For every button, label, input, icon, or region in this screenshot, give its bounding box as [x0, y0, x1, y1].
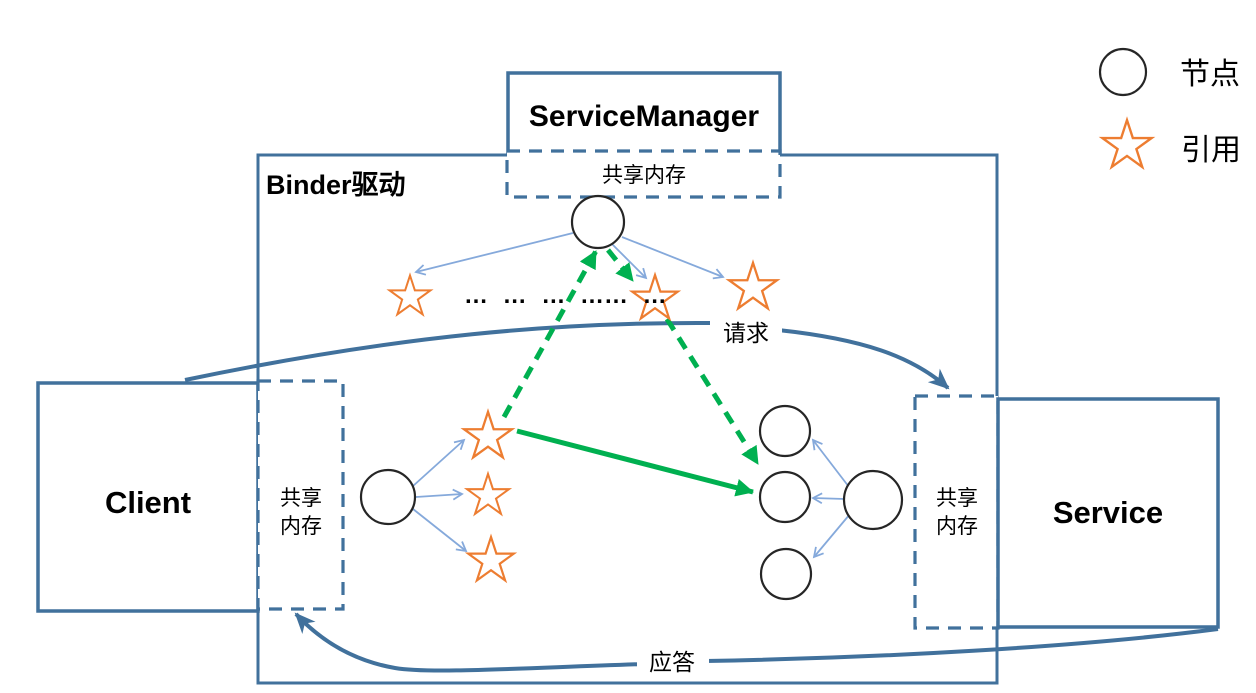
lookup-dashed-arrow-up — [501, 249, 599, 419]
reference-star-icon — [462, 410, 514, 459]
node-circle-icon — [1098, 47, 1148, 97]
service-subnode-circle2-icon — [758, 470, 812, 524]
sm-node-to-middle-star-arrow — [611, 243, 648, 280]
client-shared-memory-line2: 内存 — [280, 515, 322, 538]
reference-star-icon — [388, 274, 432, 316]
response-label-bg — [637, 645, 709, 677]
lookup-dashed-arrow-to-node — [664, 317, 761, 466]
client-title: Client — [105, 485, 191, 520]
service-node-to-circle1-arrow — [811, 438, 850, 488]
client-box — [36, 381, 260, 613]
service-subnode-circle1-icon — [758, 404, 812, 458]
reference-star-icon — [727, 261, 779, 310]
service-node-to-circle3-arrow — [812, 513, 851, 559]
service-box — [996, 397, 1220, 629]
legend-reference-label: 引用 — [1181, 134, 1241, 167]
service-shared-memory-line1: 共享 — [936, 487, 978, 510]
service-shared-memory-box — [913, 394, 1000, 630]
response-arrow — [294, 612, 1219, 673]
service-node-icon — [842, 469, 904, 531]
service-manager-shared-memory-box — [505, 149, 782, 199]
client-node-icon — [359, 468, 417, 526]
request-arrow — [184, 320, 950, 390]
client-node-to-star2-arrow — [415, 488, 464, 501]
service-subnode-circle3-icon — [759, 547, 813, 601]
sm-shared-memory-label: 共享内存 — [602, 164, 686, 187]
reference-star-icon — [466, 472, 510, 515]
reference-star-icon — [467, 535, 515, 582]
client-shared-memory-line1: 共享 — [280, 487, 322, 510]
sm-node-to-left-star-arrow — [414, 232, 574, 276]
service-shared-memory-line2: 内存 — [936, 515, 978, 538]
lookup-dashed-arrow-to-star — [606, 248, 635, 283]
sm-node-to-right-star-arrow — [621, 236, 725, 280]
reference-star-icon — [1101, 118, 1153, 169]
service-node-to-circle2-arrow — [811, 492, 846, 505]
binder-driver-box — [256, 153, 999, 685]
service-manager-box — [506, 71, 782, 155]
legend: 节点 引用 — [1098, 47, 1241, 169]
request-label-bg — [710, 316, 782, 350]
client-node-to-star3-arrow — [412, 508, 468, 553]
client-node-to-star1-arrow — [412, 438, 466, 487]
service-title: Service — [1053, 495, 1163, 530]
service-manager-title: ServiceManager — [529, 100, 759, 133]
ellipsis-text: … … … …… … — [464, 282, 667, 309]
direct-call-arrow — [516, 428, 754, 497]
service-manager-node-icon — [570, 194, 626, 250]
request-label: 请求 — [723, 320, 769, 346]
client-shared-memory-box — [256, 379, 345, 611]
legend-node-label: 节点 — [1180, 58, 1240, 91]
binder-driver-title: Binder驱动 — [266, 170, 406, 200]
response-label: 应答 — [649, 649, 695, 675]
